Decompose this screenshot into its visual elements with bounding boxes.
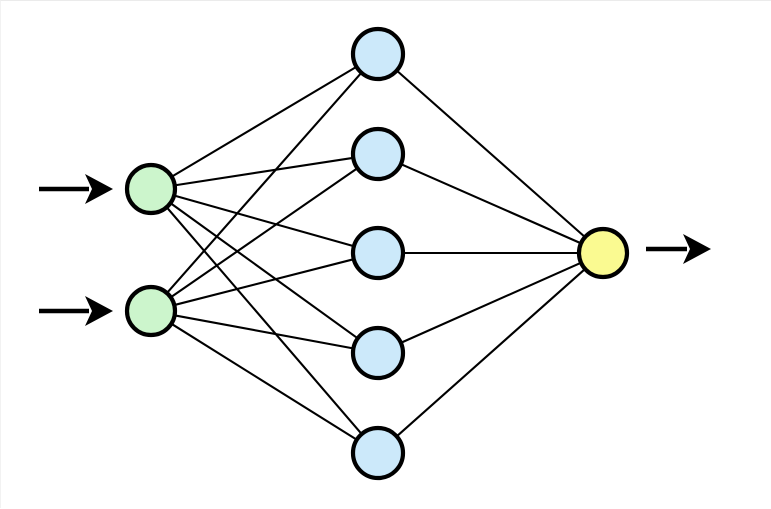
edge-in-1-to-h-1 xyxy=(169,65,359,179)
hidden-node-3[interactable] xyxy=(350,225,406,281)
edge-in-1-to-h-4 xyxy=(168,201,360,341)
edge-in-2-to-h-4 xyxy=(172,314,356,350)
input-arrow-2 xyxy=(39,296,113,326)
input-arrow-1 xyxy=(39,174,113,204)
output-arrow-1 xyxy=(646,234,711,264)
hidden-node-5[interactable] xyxy=(350,425,406,481)
input-arrow-2-head xyxy=(85,296,113,326)
input-node-1[interactable] xyxy=(124,162,178,216)
edge-in-1-to-h-3 xyxy=(172,194,356,248)
input-arrow-1-head xyxy=(85,174,113,204)
nodes-group xyxy=(124,26,630,481)
edge-h-5-to-out-1 xyxy=(394,267,587,439)
edge-in-2-to-h-5 xyxy=(169,322,359,442)
edge-h-1-to-out-1 xyxy=(394,68,587,239)
hidden-node-1[interactable] xyxy=(350,26,406,82)
edge-h-4-to-out-1 xyxy=(398,261,584,345)
edges-group xyxy=(164,65,587,442)
edge-in-1-to-h-5 xyxy=(164,205,364,436)
edge-h-2-to-out-1 xyxy=(398,162,584,245)
edge-in-1-to-h-2 xyxy=(172,156,356,187)
edge-in-2-to-h-2 xyxy=(168,166,360,299)
edge-in-2-to-h-1 xyxy=(165,70,364,295)
output-node-1[interactable] xyxy=(576,226,630,280)
input-node-2[interactable] xyxy=(124,284,178,338)
arrows-group xyxy=(39,174,711,326)
hidden-node-2[interactable] xyxy=(350,126,406,182)
hidden-node-4[interactable] xyxy=(350,325,406,381)
output-arrow-1-head xyxy=(683,234,711,264)
edge-in-2-to-h-3 xyxy=(172,257,356,307)
